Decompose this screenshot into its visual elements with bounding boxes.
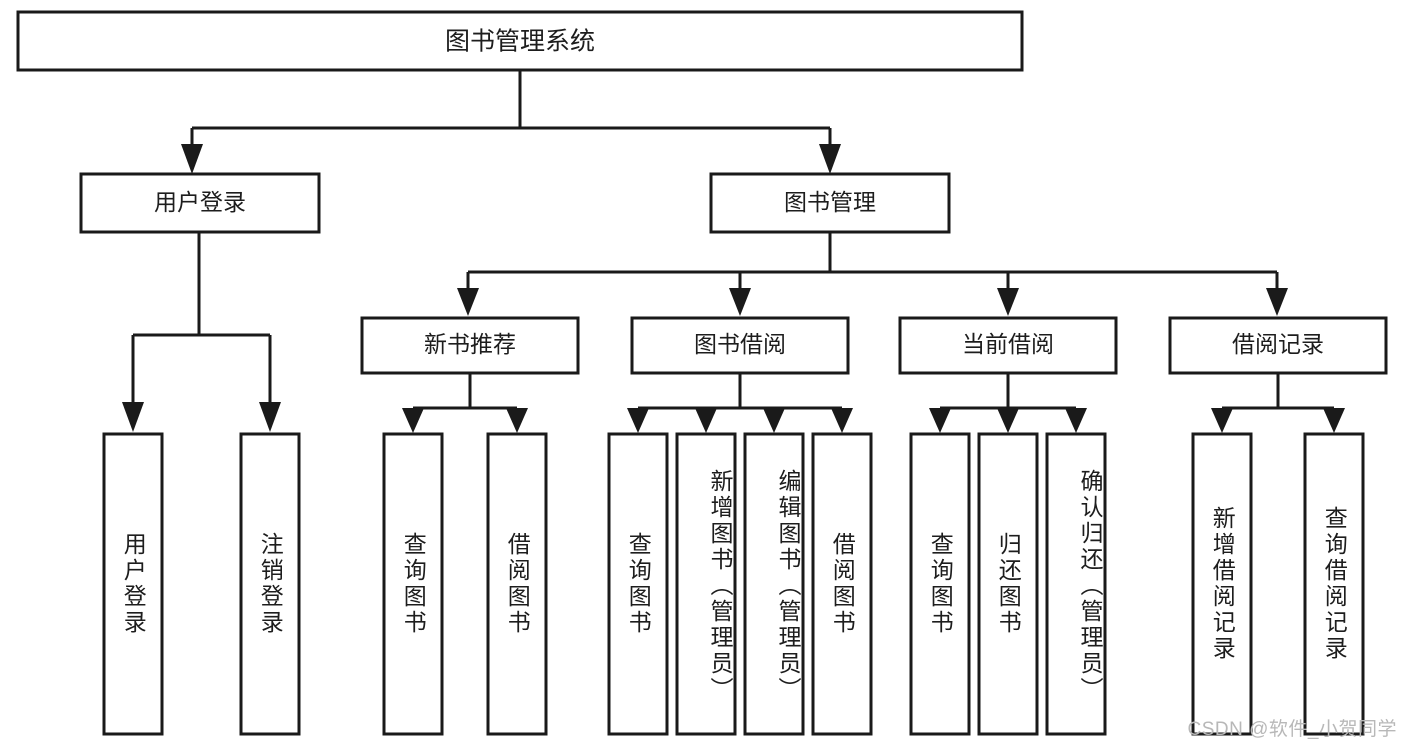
arrowhead-leaf-user-login — [122, 402, 144, 432]
node-leaf-query-book-1-box[interactable] — [382, 432, 444, 736]
node-leaf-logout-login-label-wrap: 注销登录 — [257, 532, 284, 636]
node-leaf-query-book-2-box[interactable] — [607, 432, 669, 736]
node-leaf-query-borrow-record-label-wrap: 查询借阅记录 — [1321, 506, 1348, 662]
node-new-book-recommend-label: 新书推荐 — [424, 331, 516, 357]
node-leaf-edit-book-admin[interactable]: 编辑图书（管理员） — [743, 432, 805, 736]
node-leaf-borrow-book-1[interactable]: 借阅图书 — [486, 432, 548, 736]
arrowhead-leaf-add-borrow-record — [1211, 408, 1233, 433]
arrowhead-book-borrow — [729, 288, 751, 316]
arrowhead-leaf-edit-book-admin — [763, 408, 785, 433]
arrowhead-leaf-query-borrow-record — [1323, 408, 1345, 433]
node-leaf-query-book-1[interactable]: 查询图书 — [382, 432, 444, 736]
node-leaf-add-borrow-record-label: 新增借阅记录 — [1209, 506, 1236, 662]
node-root-box[interactable] — [16, 10, 1024, 72]
node-leaf-query-book-3-label-wrap: 查询图书 — [927, 532, 954, 636]
arrowhead-book-manage — [819, 144, 841, 174]
node-leaf-borrow-book-1-label-wrap: 借阅图书 — [504, 532, 531, 636]
node-leaf-borrow-book-2-box[interactable] — [811, 432, 873, 736]
arrowhead-leaf-return-book — [997, 408, 1019, 433]
node-current-borrow-label: 当前借阅 — [962, 331, 1054, 357]
node-leaf-add-book-admin-label-wrap: 新增图书（管理员） — [707, 469, 733, 703]
arrowhead-leaf-confirm-return-admin — [1065, 408, 1087, 433]
arrowhead-new-book-recommend — [457, 288, 479, 316]
node-leaf-confirm-return-admin-box[interactable] — [1045, 432, 1107, 736]
node-leaf-query-borrow-record[interactable]: 查询借阅记录 — [1303, 432, 1365, 736]
node-leaf-query-book-1-label-wrap: 查询图书 — [400, 532, 427, 636]
node-user-login[interactable]: 用户登录 — [79, 172, 321, 234]
arrowhead-borrow-record — [1266, 288, 1288, 316]
node-book-borrow-label: 图书借阅 — [694, 331, 786, 357]
node-book-manage[interactable]: 图书管理 — [709, 172, 951, 234]
node-leaf-confirm-return-admin[interactable]: 确认归还（管理员） — [1045, 432, 1107, 736]
node-borrow-record[interactable]: 借阅记录 — [1168, 316, 1388, 375]
node-leaf-add-borrow-record-box[interactable] — [1191, 432, 1253, 736]
node-leaf-query-book-2-label-wrap: 查询图书 — [625, 532, 652, 636]
node-leaf-add-book-admin-label: 新增图书（管理员） — [707, 469, 733, 703]
node-leaf-borrow-book-2-label: 借阅图书 — [829, 532, 856, 636]
node-book-borrow-box[interactable] — [630, 316, 850, 375]
arrowhead-leaf-query-book-2 — [627, 408, 649, 433]
node-leaf-user-login-label-wrap: 用户登录 — [120, 532, 147, 636]
node-leaf-query-book-2[interactable]: 查询图书 — [607, 432, 669, 736]
node-new-book-recommend[interactable]: 新书推荐 — [360, 316, 580, 375]
node-leaf-query-book-3-label: 查询图书 — [927, 532, 954, 636]
node-leaf-logout-login[interactable]: 注销登录 — [239, 432, 301, 736]
node-leaf-return-book-label-wrap: 归还图书 — [995, 532, 1022, 636]
node-new-book-recommend-box[interactable] — [360, 316, 580, 375]
node-leaf-logout-login-box[interactable] — [239, 432, 301, 736]
node-leaf-query-book-2-label: 查询图书 — [625, 532, 652, 636]
node-leaf-user-login-box[interactable] — [102, 432, 164, 736]
node-leaf-borrow-book-2-label-wrap: 借阅图书 — [829, 532, 856, 636]
node-leaf-edit-book-admin-box[interactable] — [743, 432, 805, 736]
arrowhead-user-login — [181, 144, 203, 174]
node-user-login-label: 用户登录 — [154, 189, 246, 215]
node-current-borrow[interactable]: 当前借阅 — [898, 316, 1118, 375]
arrowhead-leaf-logout-login — [259, 402, 281, 432]
node-leaf-confirm-return-admin-label-wrap: 确认归还（管理员） — [1077, 469, 1103, 703]
node-leaf-query-book-3-box[interactable] — [909, 432, 971, 736]
arrowhead-leaf-borrow-book-1 — [506, 408, 528, 433]
node-leaf-borrow-book-2[interactable]: 借阅图书 — [811, 432, 873, 736]
node-leaf-query-book-3[interactable]: 查询图书 — [909, 432, 971, 736]
node-current-borrow-box[interactable] — [898, 316, 1118, 375]
node-leaf-query-borrow-record-label: 查询借阅记录 — [1321, 506, 1348, 662]
node-book-manage-box[interactable] — [709, 172, 951, 234]
arrowhead-leaf-query-book-1 — [402, 408, 424, 433]
node-leaf-add-borrow-record[interactable]: 新增借阅记录 — [1191, 432, 1253, 736]
node-leaf-user-login[interactable]: 用户登录 — [102, 432, 164, 736]
node-user-login-box[interactable] — [79, 172, 321, 234]
node-leaf-borrow-book-1-label: 借阅图书 — [504, 532, 531, 636]
node-leaf-edit-book-admin-label-wrap: 编辑图书（管理员） — [775, 469, 801, 703]
node-root-label: 图书管理系统 — [445, 28, 595, 56]
arrowhead-current-borrow — [997, 288, 1019, 316]
arrowhead-leaf-add-book-admin — [695, 408, 717, 433]
node-leaf-add-book-admin-box[interactable] — [675, 432, 737, 736]
node-leaf-edit-book-admin-label: 编辑图书（管理员） — [775, 469, 801, 703]
node-leaf-add-borrow-record-label-wrap: 新增借阅记录 — [1209, 506, 1236, 662]
node-leaf-return-book[interactable]: 归还图书 — [977, 432, 1039, 736]
edge-layer — [122, 70, 1345, 433]
arrowhead-leaf-query-book-3 — [929, 408, 951, 433]
arrowhead-leaf-borrow-book-2 — [831, 408, 853, 433]
node-borrow-record-label: 借阅记录 — [1232, 331, 1324, 357]
node-leaf-borrow-book-1-box[interactable] — [486, 432, 548, 736]
node-book-borrow[interactable]: 图书借阅 — [630, 316, 850, 375]
node-book-manage-label: 图书管理 — [784, 189, 876, 215]
node-root[interactable]: 图书管理系统 — [16, 10, 1024, 72]
node-leaf-user-login-label: 用户登录 — [120, 532, 147, 636]
node-leaf-query-borrow-record-box[interactable] — [1303, 432, 1365, 736]
node-leaf-logout-login-label: 注销登录 — [257, 532, 284, 636]
node-leaf-return-book-label: 归还图书 — [995, 532, 1022, 636]
node-leaf-return-book-box[interactable] — [977, 432, 1039, 736]
node-leaf-query-book-1-label: 查询图书 — [400, 532, 427, 636]
node-borrow-record-box[interactable] — [1168, 316, 1388, 375]
node-leaf-add-book-admin[interactable]: 新增图书（管理员） — [675, 432, 737, 736]
node-leaf-confirm-return-admin-label: 确认归还（管理员） — [1077, 469, 1103, 703]
